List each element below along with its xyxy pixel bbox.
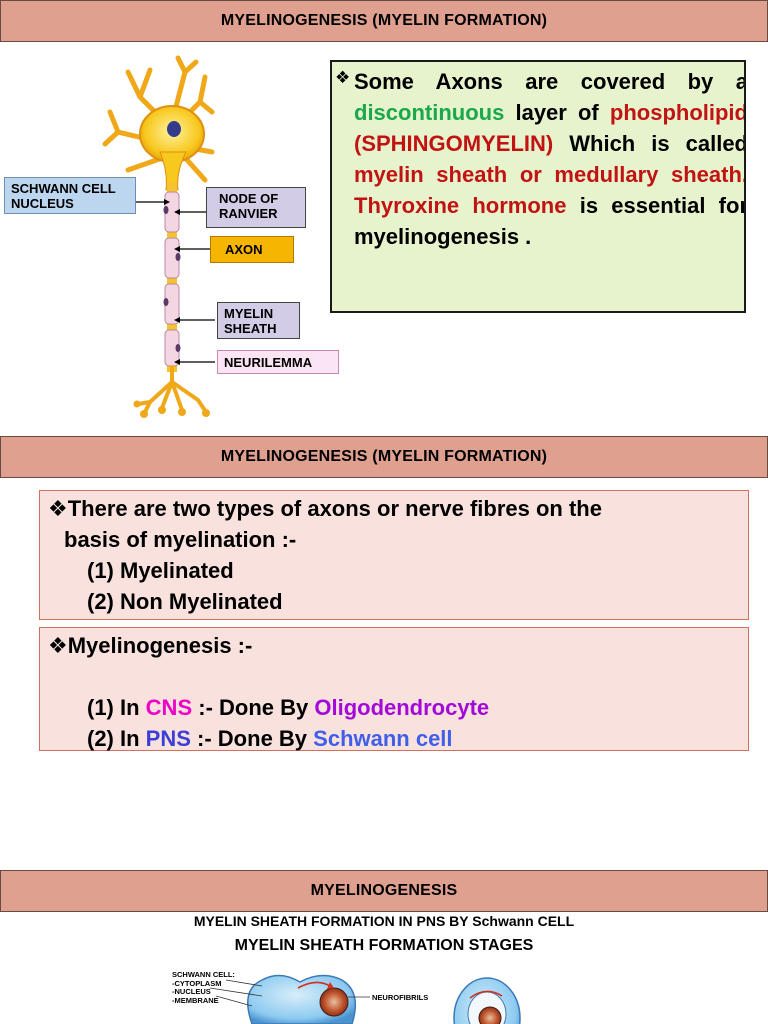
text-run: Some Axons are covered by a [354, 69, 746, 94]
label-line: NUCLEUS [11, 196, 74, 211]
text-run: Which is called [553, 131, 746, 156]
legend-line: SCHWANN CELL: [172, 970, 235, 979]
label-line: NEURILEMMA [224, 355, 313, 370]
text-phospholipid: phospholipid (SPHINGOMYELIN) [354, 100, 746, 156]
axon-type-item: (1) Myelinated [87, 558, 234, 583]
label-line: AXON [225, 242, 263, 257]
legend-line: -NUCLEUS [172, 987, 211, 996]
text-oligodendrocyte: Oligodendrocyte [314, 695, 490, 720]
node-of-ranvier-label: NODE OF RANVIER [206, 187, 306, 228]
schwann-cell-nucleus-label: SCHWANN CELL NUCLEUS [4, 177, 136, 214]
myelinogenesis-heading: ❖Myelinogenesis :- [48, 633, 253, 658]
text-run: (2) In [87, 726, 146, 751]
label-line: MYELIN [224, 306, 274, 321]
slide3-subtitle-stages: MYELIN SHEATH FORMATION STAGES [234, 937, 534, 954]
slide2-banner: MYELINOGENESIS (MYELIN FORMATION) [0, 436, 768, 478]
axon-type-item: (2) Non Myelinated [87, 589, 283, 614]
legend-line: -CYTOPLASM [172, 978, 222, 988]
slide3-subtitle-pns: MYELIN SHEATH FORMATION IN PNS BY Schwan… [193, 913, 575, 929]
slide3-banner-title: MYELINOGENESIS [310, 882, 458, 899]
schwann-cell-illustration [209, 974, 521, 1024]
cns-item: (1) In CNS :- Done By Oligodendrocyte [48, 692, 748, 723]
spacer [48, 661, 748, 692]
myelin-sheath-label: MYELIN SHEATH [217, 302, 300, 339]
myelin-description: Some Axons are covered by a discontinuou… [354, 66, 746, 252]
axon-label: AXON [210, 236, 294, 263]
myelin-description-box: ❖ Some Axons are covered by a discontinu… [330, 60, 746, 313]
label-line: SHEATH [224, 321, 277, 336]
text-cns: CNS [145, 695, 193, 720]
axon-types-line2: basis of myelination :- [64, 527, 297, 552]
axon-types-box: ❖There are two types of axons or nerve f… [39, 490, 749, 620]
text-run: :- Done By [190, 726, 314, 751]
neurofibrils-label: NEUROFIBRILS [372, 993, 429, 1002]
text-run: (1) In [87, 695, 146, 720]
text-myelin-sheath: myelin sheath or medullary sheath. Thyro… [354, 162, 746, 218]
axon-types-line1: ❖There are two types of axons or nerve f… [48, 496, 602, 521]
legend-line: -MEMBRANE [172, 995, 219, 1005]
label-line: SCHWANN CELL [11, 181, 116, 196]
neurilemma-label: NEURILEMMA [217, 350, 339, 374]
text-discontinuous: discontinuous [354, 100, 505, 125]
text-schwann-cell: Schwann cell [313, 726, 453, 751]
slide1-banner: MYELINOGENESIS (MYELIN FORMATION) [0, 0, 768, 42]
slide3-banner: MYELINOGENESIS [0, 870, 768, 912]
text-run: :- Done By [192, 695, 315, 720]
slide2-banner-title: MYELINOGENESIS (MYELIN FORMATION) [220, 448, 548, 465]
label-line: RANVIER [219, 206, 278, 221]
neuron-illustration [102, 55, 215, 418]
label-line: NODE OF [219, 191, 279, 206]
bullet-icon: ❖ [335, 68, 351, 87]
pns-item: (2) In PNS :- Done By Schwann cell [48, 723, 748, 754]
slide1-banner-title: MYELINOGENESIS (MYELIN FORMATION) [220, 12, 548, 29]
schwann-cell-legend: SCHWANN CELL: -CYTOPLASM -NUCLEUS -MEMBR… [172, 970, 235, 1005]
text-pns: PNS [145, 726, 191, 751]
myelinogenesis-box: ❖Myelinogenesis :- (1) In CNS :- Done By… [39, 627, 749, 751]
text-run: layer of [504, 100, 610, 125]
text-run: is essential for myelinogenesis . [354, 193, 746, 249]
